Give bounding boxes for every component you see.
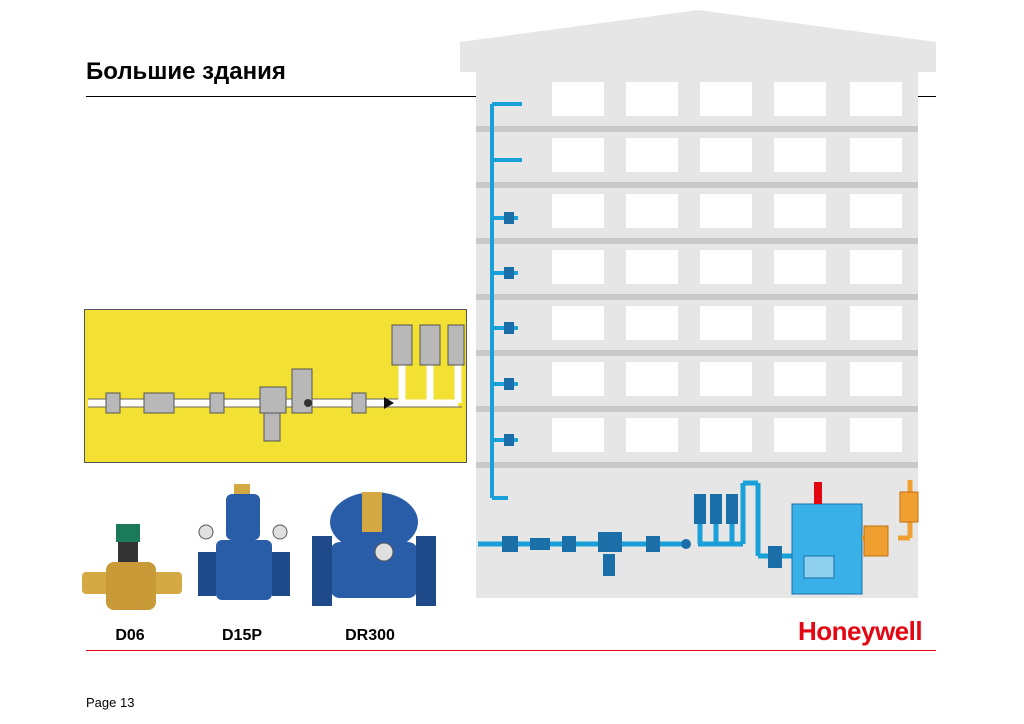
d06-valve-image: [82, 524, 182, 610]
page-number: Page 13: [86, 695, 135, 710]
dr300-valve-image: [312, 492, 436, 606]
building-diagram: [460, 10, 936, 598]
slide-title: Большие здания: [86, 58, 286, 85]
d15p-valve-image: [198, 484, 290, 600]
detail-pipe-panel: [84, 309, 467, 463]
footer-rule: [86, 650, 936, 651]
product-label-d06: D06: [115, 627, 145, 644]
honeywell-logo: Honeywell: [798, 616, 923, 646]
product-label-d15p: D15P: [221, 627, 263, 644]
product-label-dr300: DR300: [345, 627, 395, 644]
